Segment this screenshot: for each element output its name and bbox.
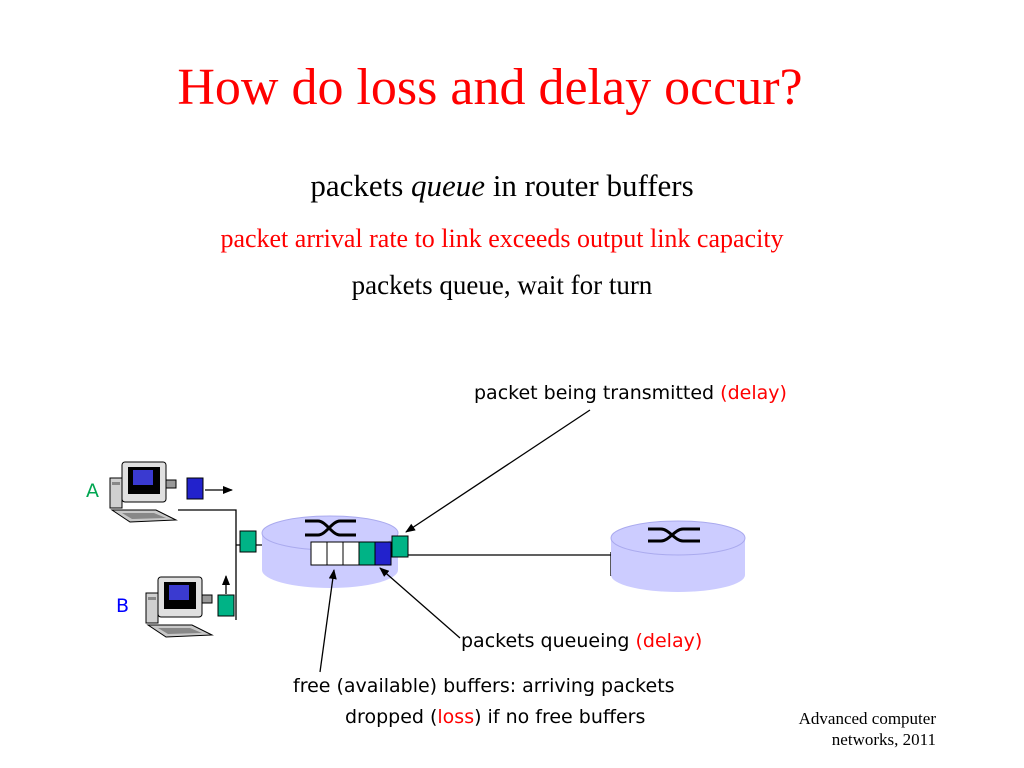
slide-title: How do loss and delay occur?	[177, 59, 803, 116]
transmitted-packet	[391, 535, 409, 558]
bullet-queue-line: packets queue in router buffers	[0, 170, 1004, 201]
slide-footer: Advanced computer networks, 2011	[760, 708, 936, 750]
free-line2-post: ) if no free buffers	[474, 706, 646, 728]
host-b-label: B	[116, 595, 130, 617]
free-buffer-slot	[342, 541, 360, 566]
queued-packet	[358, 541, 376, 566]
bullet-queue-pre: packets	[310, 168, 412, 203]
free-line2-pre: dropped (	[345, 706, 438, 728]
bullet-queue-emphasis: queue	[411, 168, 486, 203]
bullet-queue-post: in router buffers	[485, 168, 694, 203]
host-a-packet	[186, 477, 204, 500]
callout-free-buffers-arrow	[319, 569, 337, 673]
free-buffer-slot	[310, 541, 328, 566]
host-a-computer-icon	[109, 461, 177, 523]
free-buffers-annotation-line2: dropped (loss) if no free buffers	[345, 708, 645, 727]
callout-transmitted-arrow	[405, 409, 591, 533]
footer-line2: networks, 2011	[831, 730, 936, 749]
loss-word: loss	[437, 706, 475, 728]
host-a-label: A	[86, 480, 99, 502]
arriving-packet	[239, 530, 257, 553]
queued-packet	[374, 541, 392, 566]
transmitted-text: packet being transmitted	[474, 382, 721, 404]
footer-line1: Advanced computer	[798, 709, 936, 728]
output-buffer-queue	[310, 541, 392, 566]
transmitted-delay: (delay)	[720, 382, 787, 404]
queueing-text: packets queueing	[461, 630, 636, 652]
router-2	[610, 520, 746, 592]
bullet-arrival-rate: packet arrival rate to link exceeds outp…	[220, 224, 784, 253]
bullet-wait-turn: packets queue, wait for turn	[351, 270, 653, 300]
queueing-delay: (delay)	[635, 630, 703, 652]
free-buffer-slot	[326, 541, 344, 566]
router-1-switch-icon	[305, 519, 356, 537]
queueing-annotation: packets queueing (delay)	[461, 632, 702, 651]
host-b-computer-icon	[145, 576, 213, 638]
router-2-switch-icon	[648, 527, 700, 543]
callout-queueing-arrow	[379, 567, 461, 639]
transmitted-annotation: packet being transmitted (delay)	[474, 384, 787, 403]
link-a-router	[178, 509, 237, 620]
free-buffers-annotation-line1: free (available) buffers: arriving packe…	[293, 675, 675, 697]
host-b-packet	[217, 594, 235, 617]
